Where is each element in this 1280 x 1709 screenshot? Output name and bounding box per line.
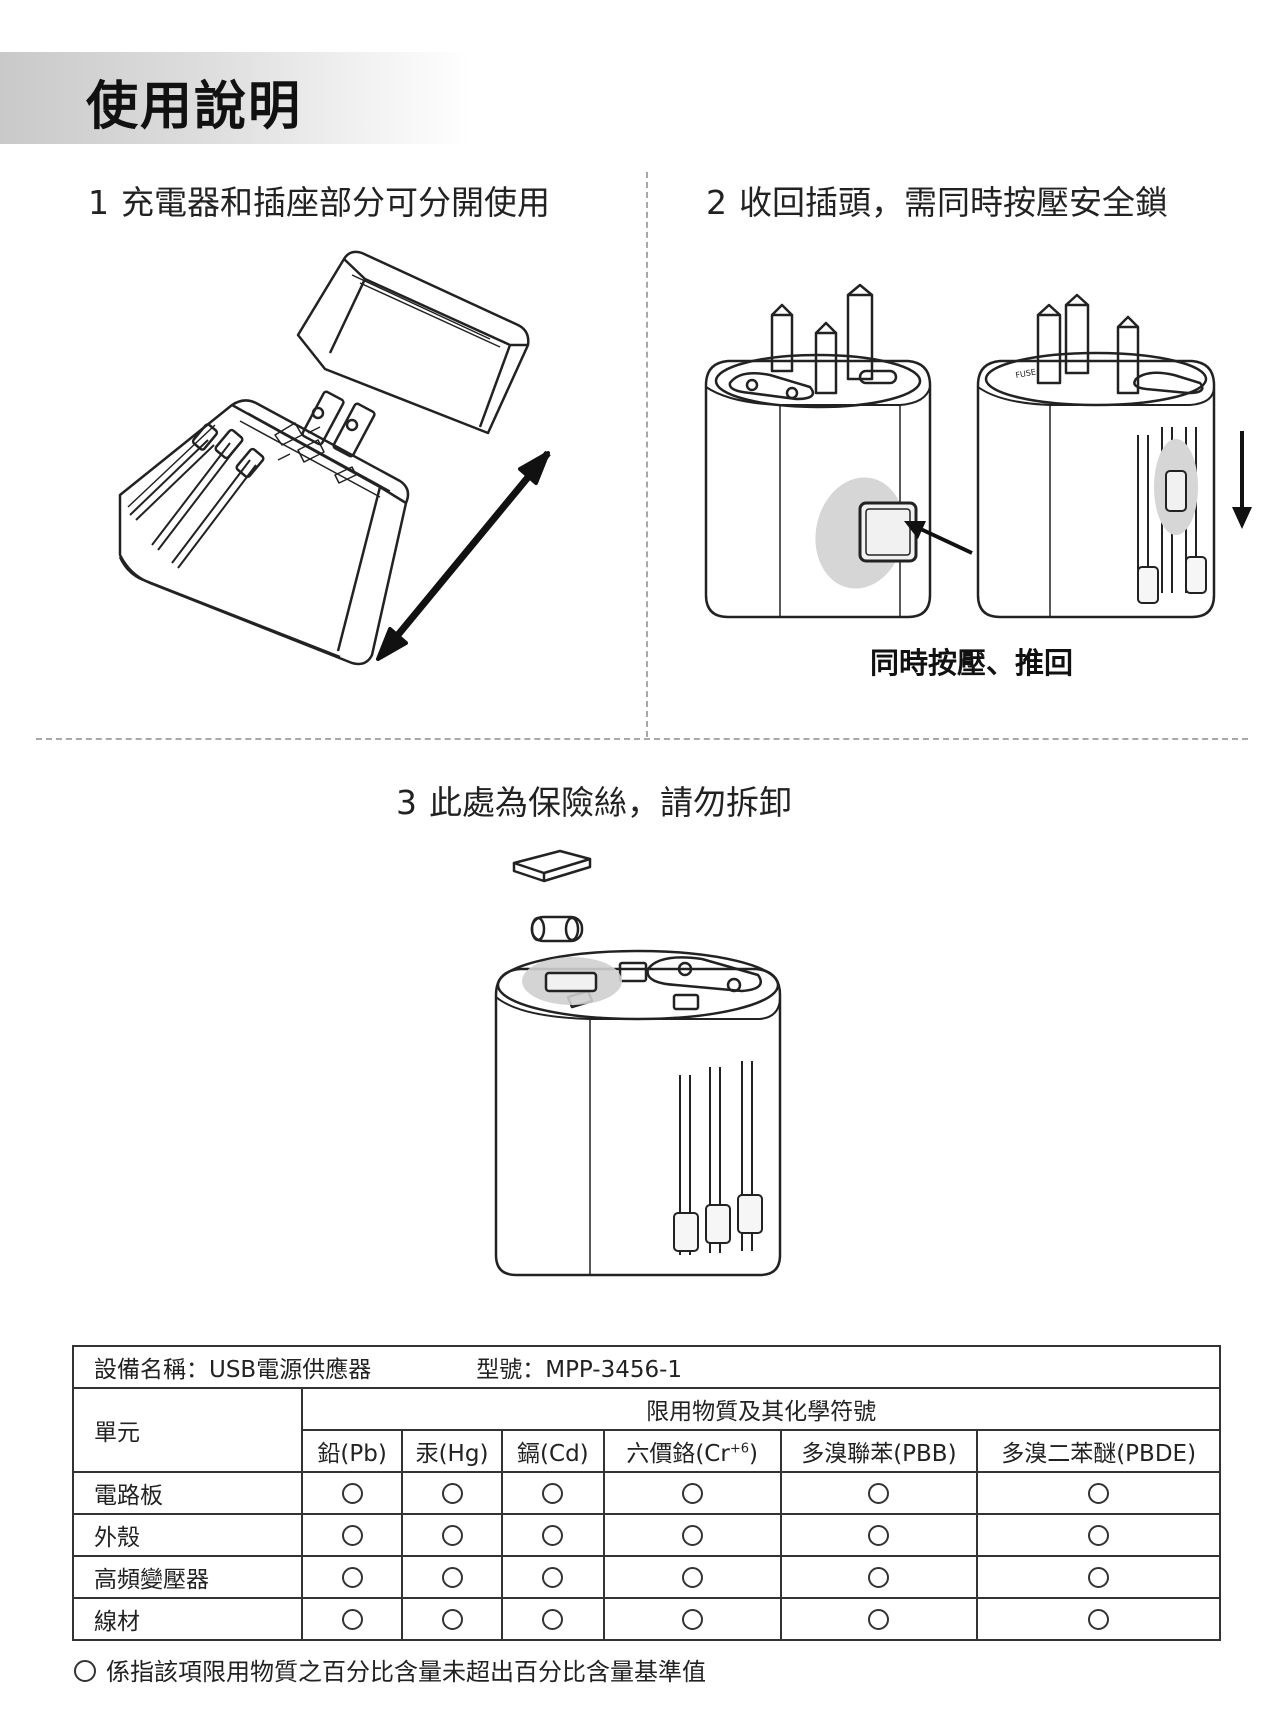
substances-group-header: 限用物質及其化學符號 <box>301 1387 1221 1431</box>
circle-mark <box>542 1525 564 1546</box>
circle-mark <box>1088 1525 1110 1546</box>
model-number: 型號：MPP-3456-1 <box>476 1357 683 1383</box>
footnote-text: 係指該項限用物質之百分比含量未超出百分比含量基準值 <box>106 1658 706 1686</box>
substance-header: 多溴二苯醚(PBDE) <box>976 1429 1221 1473</box>
table-row: 設備名稱：USB電源供應器 型號：MPP-3456-1 <box>72 1345 1221 1389</box>
unit-cell: 外殼 <box>71 1513 304 1557</box>
compliance-cell <box>401 1471 503 1515</box>
device-info-cell: 設備名稱：USB電源供應器 型號：MPP-3456-1 <box>72 1345 1221 1389</box>
circle-mark <box>868 1483 890 1504</box>
substance-header: 汞(Hg) <box>401 1429 503 1473</box>
compliance-cell <box>401 1513 503 1557</box>
circle-mark <box>1088 1483 1110 1504</box>
step-2-caption: 同時按壓、推回 <box>870 646 1074 680</box>
circle-mark <box>441 1609 463 1630</box>
step-text: 收回插頭，需同時按壓安全鎖 <box>739 183 1168 222</box>
compliance-cell <box>602 1597 782 1641</box>
circle-mark <box>1088 1567 1110 1588</box>
unit-cell: 高頻變壓器 <box>71 1555 304 1599</box>
compliance-cell <box>500 1555 605 1599</box>
circle-mark <box>868 1525 890 1546</box>
substance-header: 多溴聯苯(PBB) <box>779 1429 979 1473</box>
fuse-illustration <box>494 849 782 1277</box>
plug-retract-illustration: FUSE <box>704 283 1252 619</box>
step-3-title: 3 此處為保險絲，請勿拆卸 <box>396 776 792 824</box>
circle-mark <box>542 1609 564 1630</box>
compliance-cell <box>401 1597 503 1641</box>
circle-mark <box>1088 1609 1110 1630</box>
table-row: 線材 <box>71 1597 1221 1641</box>
circle-mark <box>341 1609 363 1630</box>
table-row: 單元 限用物質及其化學符號 <box>71 1387 1221 1473</box>
table-row: 鉛(Pb) 汞(Hg) 鎘(Cd) 六價鉻(Cr+6) 多溴聯苯(PBB) 多溴… <box>73 1429 1221 1473</box>
circle-icon <box>74 1660 96 1682</box>
compliance-cell <box>401 1555 503 1599</box>
table-row: 電路板 <box>71 1471 1221 1515</box>
compliance-cell <box>976 1597 1221 1641</box>
compliance-cell <box>602 1555 782 1599</box>
circle-mark <box>341 1525 363 1546</box>
compliance-cell <box>779 1471 979 1515</box>
compliance-cell <box>301 1555 404 1599</box>
circle-mark <box>441 1483 463 1504</box>
circle-mark <box>868 1567 890 1588</box>
step-number: 1 <box>88 183 109 222</box>
compliance-cell <box>500 1597 605 1641</box>
rohs-table: 設備名稱：USB電源供應器 型號：MPP-3456-1 單元 限用物質及其化學符號… <box>71 1345 1221 1641</box>
step-text: 充電器和插座部分可分開使用 <box>121 183 550 222</box>
circle-mark <box>542 1483 564 1504</box>
circle-mark <box>868 1609 890 1630</box>
page-title: 使用說明 <box>86 77 303 137</box>
compliance-cell <box>976 1555 1221 1599</box>
circle-mark <box>681 1609 703 1630</box>
compliance-cell <box>976 1471 1221 1515</box>
device-name: 設備名稱：USB電源供應器 <box>94 1357 372 1383</box>
compliance-cell <box>602 1471 782 1515</box>
vertical-divider <box>646 172 648 737</box>
compliance-cell <box>301 1597 404 1641</box>
step-2-title: 2 收回插頭，需同時按壓安全鎖 <box>706 176 1168 224</box>
step-number: 2 <box>706 183 727 222</box>
step-1-title: 1 充電器和插座部分可分開使用 <box>88 176 550 224</box>
circle-mark <box>681 1483 703 1504</box>
circle-mark <box>441 1567 463 1588</box>
step-text: 此處為保險絲，請勿拆卸 <box>429 783 792 822</box>
horizontal-divider <box>36 738 1248 740</box>
step-number: 3 <box>396 783 417 822</box>
adapter-separation-illustration <box>118 250 551 666</box>
compliance-cell <box>779 1513 979 1557</box>
compliance-cell <box>602 1513 782 1557</box>
unit-cell: 電路板 <box>71 1471 304 1515</box>
substance-header: 六價鉻(Cr+6) <box>602 1429 782 1473</box>
fuse-label: FUSE <box>1015 368 1037 380</box>
compliance-cell <box>301 1471 404 1515</box>
table-row: 高頻變壓器 <box>71 1555 1221 1599</box>
compliance-cell <box>500 1471 605 1515</box>
table-row: 外殼 <box>71 1513 1221 1557</box>
compliance-cell <box>301 1513 404 1557</box>
substance-header: 鉛(Pb) <box>301 1429 404 1473</box>
footnote: 係指該項限用物質之百分比含量未超出百分比含量基準值 <box>74 1652 706 1687</box>
substance-header: 鎘(Cd) <box>500 1429 605 1473</box>
circle-mark <box>341 1567 363 1588</box>
compliance-cell <box>976 1513 1221 1557</box>
compliance-cell <box>779 1555 979 1599</box>
circle-mark <box>542 1567 564 1588</box>
circle-mark <box>441 1525 463 1546</box>
header-band <box>0 52 470 144</box>
circle-mark <box>341 1483 363 1504</box>
compliance-cell <box>779 1597 979 1641</box>
unit-cell: 線材 <box>71 1597 304 1641</box>
compliance-cell <box>500 1513 605 1557</box>
unit-header: 單元 <box>71 1387 304 1473</box>
circle-mark <box>681 1567 703 1588</box>
circle-mark <box>681 1525 703 1546</box>
